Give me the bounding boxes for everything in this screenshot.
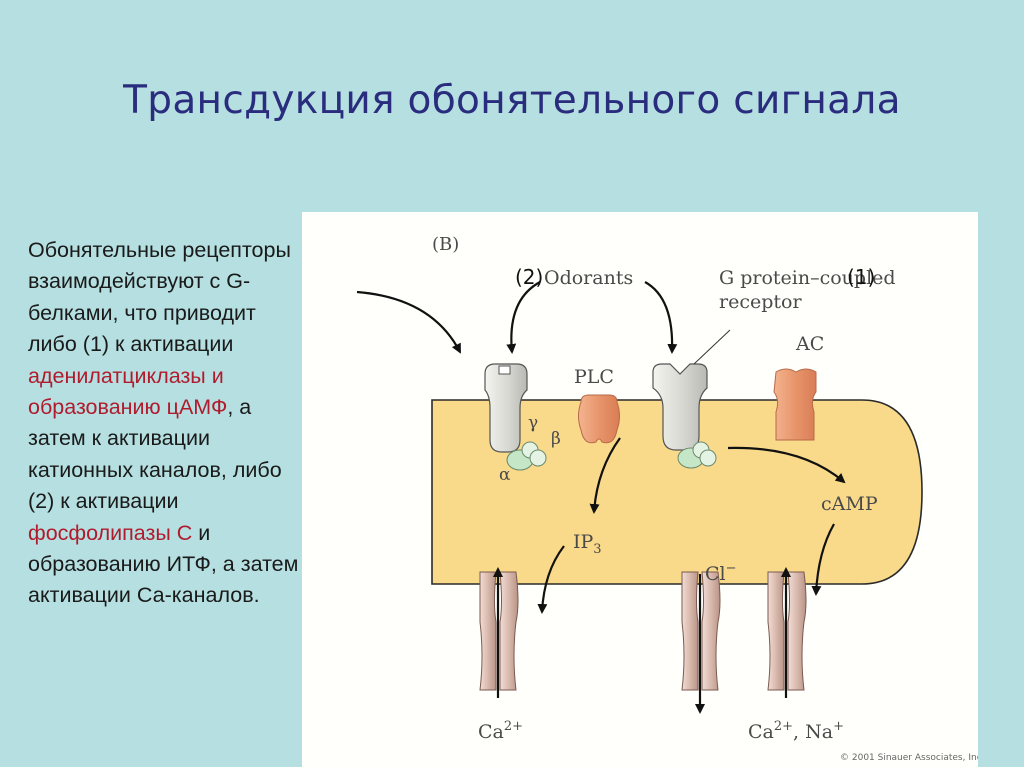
- chloride-label: Cl−: [705, 561, 737, 585]
- ip3-label: IP3: [573, 531, 602, 557]
- description-text: Обонятельные рецепторы взаимодействуют с…: [28, 235, 303, 612]
- sodium-text: , Na: [793, 721, 833, 743]
- sodium-superscript: +: [833, 719, 844, 734]
- calcium-right-text: Ca: [748, 721, 774, 743]
- beta-label: β: [551, 429, 561, 449]
- adenylate-cyclase-icon: [773, 368, 817, 441]
- description-highlight-adenylate-cyclase: аденилатциклазы и образованию цАМФ: [28, 363, 228, 420]
- calcium-sodium-label: Ca2+, Na+: [748, 719, 844, 743]
- calcium-left-text: Ca: [478, 721, 504, 743]
- receptor-label-line-2: receptor: [719, 291, 802, 313]
- calcium-left-label: Ca2+: [478, 719, 523, 743]
- channel-middle-icon: [681, 571, 721, 691]
- description-highlight-phospholipase: фосфолипазы С: [28, 520, 193, 545]
- receptor-left-icon: [484, 363, 528, 453]
- camp-label: cAMP: [821, 493, 878, 515]
- description-part-3: и образованию ИТФ, а затем активации Са-…: [28, 520, 299, 608]
- copyright-text: © 2001 Sinauer Associates, Inc.: [840, 753, 978, 763]
- receptor-middle-icon: [652, 363, 708, 451]
- receptor-leader-line: [693, 329, 731, 365]
- g-protein-left-icon: [506, 441, 547, 471]
- ip3-text: IP: [573, 531, 594, 553]
- receptor-label-line-1: G protein–coupled: [719, 267, 896, 289]
- ac-label: AC: [795, 333, 824, 355]
- gprotein-to-camp-arrow: [727, 446, 846, 484]
- page-title: Трансдукция обонятельного сигнала: [123, 78, 901, 123]
- ip3-subscript: 3: [593, 542, 601, 557]
- marker-2-label: (2): [515, 265, 543, 289]
- calcium-right-superscript: 2+: [774, 719, 793, 734]
- alpha-label: α: [499, 465, 511, 485]
- chloride-text: Cl: [705, 563, 726, 585]
- description-part-1: Обонятельные рецепторы взаимодействуют с…: [28, 238, 291, 357]
- description-part-2: , а затем к активации катионных каналов,…: [28, 395, 282, 514]
- odorant-arrow-right: [644, 281, 678, 354]
- ip3-to-channel-arrow: [537, 545, 565, 614]
- chloride-superscript: −: [726, 561, 737, 576]
- plc-to-ip3-arrow: [589, 437, 621, 514]
- transduction-diagram: (B) (2) Odorants G protein–coupled recep…: [302, 212, 978, 767]
- odorant-arrow-left: [506, 281, 541, 354]
- g-protein-middle-icon: [677, 441, 717, 469]
- gamma-label: γ: [528, 413, 538, 433]
- marker-1-label: (1): [847, 265, 875, 289]
- cell-body: [431, 399, 923, 585]
- panel-label: (B): [432, 234, 459, 255]
- odorant-arrow-entry: [356, 290, 461, 354]
- plc-enzyme-icon: [578, 394, 620, 444]
- calcium-left-superscript: 2+: [504, 719, 523, 734]
- camp-to-channel-arrow: [811, 523, 835, 596]
- plc-label: PLC: [574, 366, 614, 388]
- odorants-label: Odorants: [544, 267, 633, 289]
